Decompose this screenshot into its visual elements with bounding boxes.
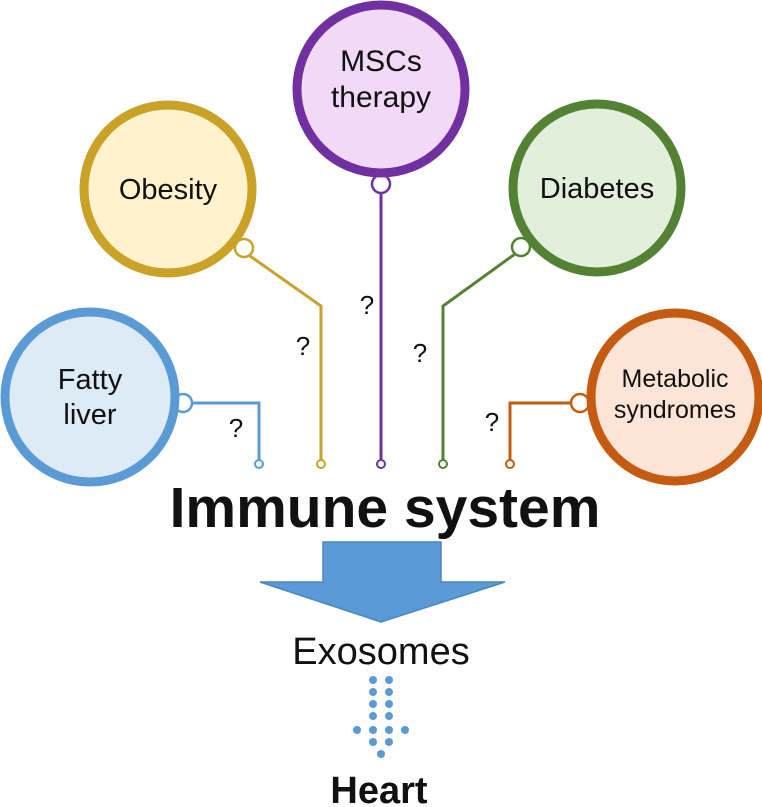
node-label-fatty-liver-1: Fatty [58,364,123,396]
dotted-arrow [353,676,409,758]
socket-obesity [233,237,255,259]
socket-mscs [370,173,392,195]
node-metabolic: Metabolic syndromes [586,308,762,486]
node-label-obesity: Obesity [119,174,218,206]
connector-diabetes [441,252,516,462]
node-label-mscs-2: therapy [331,81,431,114]
question-mark-diabetes: ? [413,338,427,368]
node-label-metabolic-1: Metabolic [622,365,729,393]
terminal-obesity [316,459,326,469]
center-title: Immune system [170,476,601,540]
terminal-metabolic [505,459,515,469]
connector-fatty-liver [190,401,261,462]
node-obesity: Obesity [79,100,257,278]
question-mark-fatty-liver: ? [229,413,243,443]
heart-label: Heart [330,770,427,807]
terminal-fatty-liver [254,459,264,469]
node-label-metabolic-2: syndromes [614,396,736,424]
terminal-diabetes [438,459,448,469]
down-arrow [259,541,506,623]
connector-metabolic [508,401,574,462]
question-mark-metabolic: ? [485,407,499,437]
terminals [254,459,515,469]
exosomes-label: Exosomes [292,631,469,673]
connectors [190,190,574,462]
socket-diabetes [510,236,532,258]
node-label-mscs-1: MSCs [340,45,422,78]
socket-metabolic [569,392,591,414]
node-mscs: MSCs therapy [292,0,470,178]
node-label-diabetes: Diabetes [540,173,654,205]
connector-obesity [249,254,323,462]
node-diabetes: Diabetes [508,99,686,277]
terminal-mscs [376,459,386,469]
node-label-fatty-liver-2: liver [63,399,117,431]
question-mark-mscs: ? [360,290,374,320]
question-mark-obesity: ? [296,331,310,361]
node-fatty-liver: Fatty liver [0,307,180,487]
